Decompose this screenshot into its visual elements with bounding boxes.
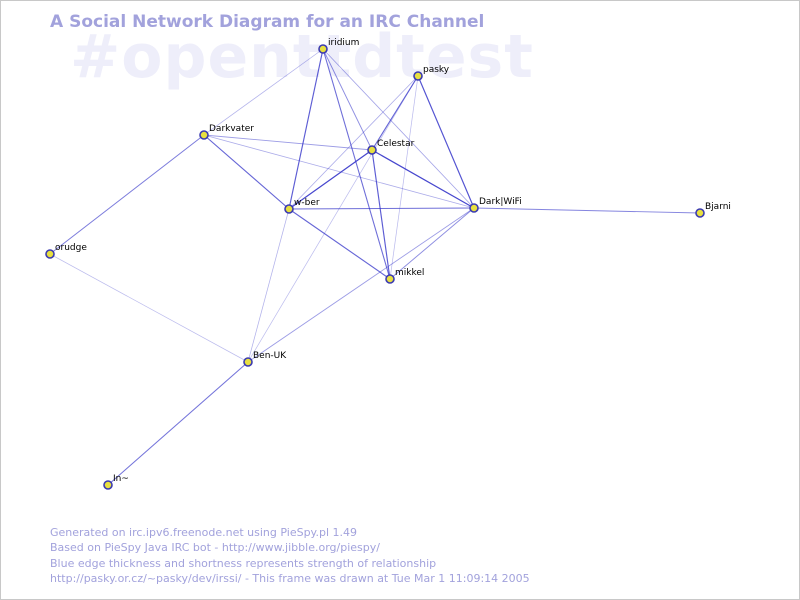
edge-iridium-Darkvater xyxy=(203,48,324,136)
edge-iridium-w-ber xyxy=(288,48,324,210)
edge-DarkWiFi-Bjarni xyxy=(473,207,701,214)
node-DarkWiFi: Dark|WiFi xyxy=(469,197,522,213)
node-label: Celestar xyxy=(377,139,415,149)
node-mikkel: mikkel xyxy=(385,268,424,284)
edge-iridium-mikkel xyxy=(322,48,391,280)
footer-info: Generated on irc.ipv6.freenode.net using… xyxy=(50,525,530,586)
node-label: In~ xyxy=(113,474,129,484)
edge-pasky-Ben-UK xyxy=(247,75,419,363)
node-marker xyxy=(45,249,55,259)
edge-Celestar-DarkWiFi xyxy=(371,149,475,209)
edge-Darkvater-Celestar xyxy=(203,134,373,151)
node-In: In~ xyxy=(103,474,129,490)
node-label: orudge xyxy=(55,243,87,253)
channel-watermark: #openttdtest xyxy=(70,22,534,92)
edge-DarkWiFi-Ben-UK xyxy=(247,207,475,363)
node-marker xyxy=(413,71,423,81)
node-label: Bjarni xyxy=(705,202,731,212)
edge-Ben-UK-In xyxy=(107,361,249,486)
edge-orudge-Ben-UK xyxy=(49,253,249,363)
edge-w-ber-DarkWiFi xyxy=(288,207,475,210)
node-marker xyxy=(103,480,113,490)
node-label: w-ber xyxy=(294,198,320,208)
node-label: Ben-UK xyxy=(253,351,287,361)
edge-Darkvater-w-ber xyxy=(203,134,290,210)
edge-w-ber-mikkel xyxy=(288,208,391,280)
node-label: Dark|WiFi xyxy=(479,197,522,207)
node-marker xyxy=(469,203,479,213)
node-marker xyxy=(243,357,253,367)
node-Celestar: Celestar xyxy=(367,139,415,155)
node-w-ber: w-ber xyxy=(284,198,320,214)
edge-pasky-w-ber xyxy=(288,75,419,210)
node-marker xyxy=(695,208,705,218)
node-orudge: orudge xyxy=(45,243,87,259)
footer-line: Blue edge thickness and shortness repres… xyxy=(50,556,437,570)
node-marker xyxy=(385,274,395,284)
node-Bjarni: Bjarni xyxy=(695,202,731,218)
edge-pasky-mikkel xyxy=(389,75,419,280)
edge-Celestar-w-ber xyxy=(288,149,373,210)
edge-Darkvater-DarkWiFi xyxy=(203,134,475,209)
edge-w-ber-Ben-UK xyxy=(247,208,290,363)
footer-line: Based on PieSpy Java IRC bot - http://ww… xyxy=(50,541,380,555)
edge-pasky-DarkWiFi xyxy=(417,75,475,209)
node-marker xyxy=(367,145,377,155)
diagram-title: A Social Network Diagram for an IRC Chan… xyxy=(50,12,485,32)
edge-Celestar-mikkel xyxy=(371,149,391,280)
node-Ben-UK: Ben-UK xyxy=(243,351,287,367)
node-pasky: pasky xyxy=(413,65,450,81)
edge-DarkWiFi-mikkel xyxy=(389,207,475,280)
node-label: pasky xyxy=(423,65,450,75)
footer-line: Generated on irc.ipv6.freenode.net using… xyxy=(50,526,358,539)
node-label: iridium xyxy=(328,38,359,48)
node-label: Darkvater xyxy=(209,124,254,134)
node-label: mikkel xyxy=(395,268,424,278)
footer-line: http://pasky.or.cz/~pasky/dev/irssi/ - T… xyxy=(50,571,530,585)
node-marker xyxy=(284,204,294,214)
edge-Darkvater-orudge xyxy=(49,134,205,255)
edge-pasky-Celestar xyxy=(371,75,419,151)
edge-iridium-Celestar xyxy=(322,48,373,151)
node-Darkvater: Darkvater xyxy=(199,124,254,140)
node-iridium: iridium xyxy=(318,38,359,54)
node-marker xyxy=(199,130,209,140)
node-marker xyxy=(318,44,328,54)
edge-iridium-DarkWiFi xyxy=(322,48,475,209)
edges-layer xyxy=(49,48,701,486)
